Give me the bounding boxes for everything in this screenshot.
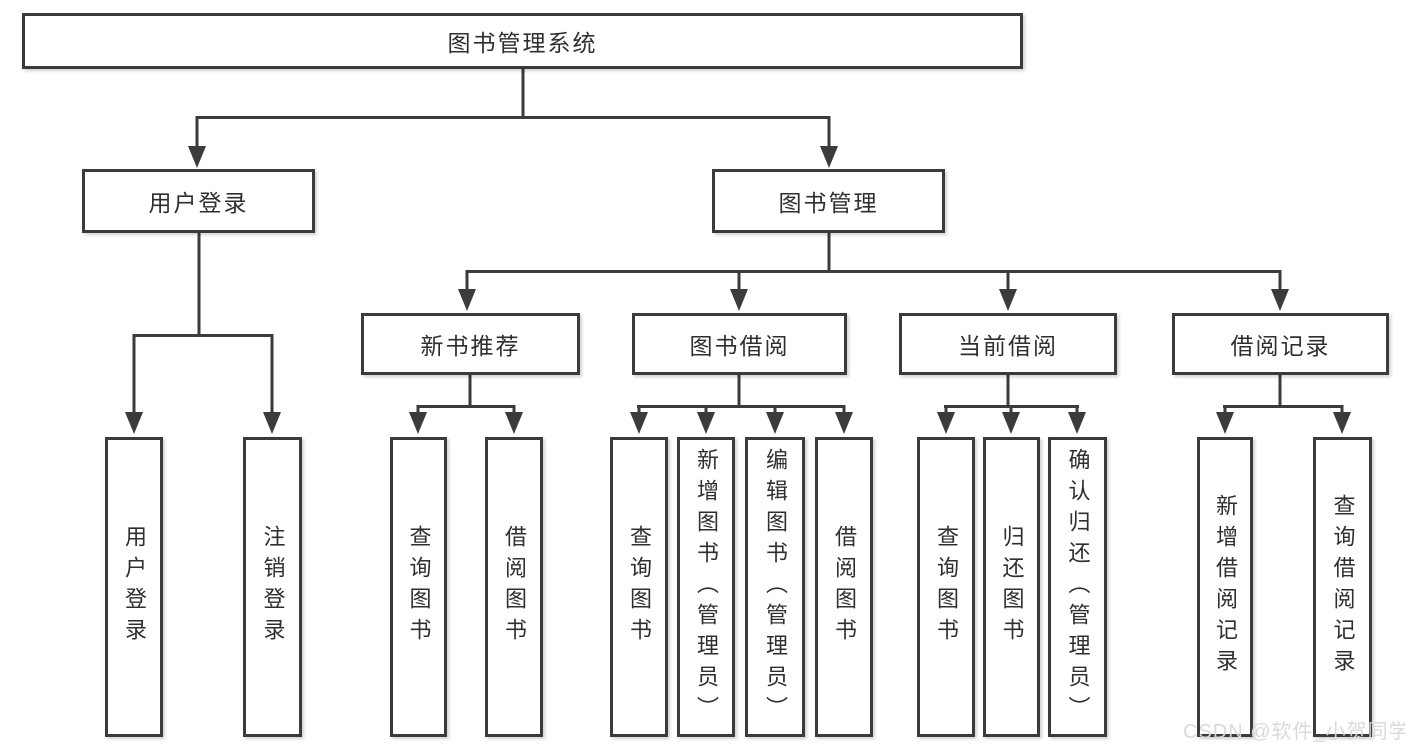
leaf-borrow-borrow-books-label: 借阅图书: [832, 525, 857, 649]
leaf-records-query-record: 查询借阅记录: [1313, 437, 1372, 737]
leaf-records-query-record-label: 查询借阅记录: [1330, 494, 1356, 680]
node-borrow-records: 借阅记录: [1172, 313, 1389, 375]
node-current-borrow: 当前借阅: [899, 313, 1117, 375]
leaf-records-add-record-label: 新增借阅记录: [1213, 494, 1238, 680]
leaf-current-return-books-label: 归还图书: [999, 525, 1025, 649]
node-current-borrow-label: 当前借阅: [958, 333, 1058, 359]
node-book-borrow-label: 图书借阅: [689, 333, 790, 359]
node-book-management: 图书管理: [712, 169, 945, 233]
leaf-user-login: 用户登录: [105, 437, 163, 737]
leaf-current-return-books: 归还图书: [983, 437, 1040, 737]
root-node-label: 图书管理系统: [447, 30, 598, 56]
leaf-current-confirm-return-admin-label: 确认归还（管理员）: [1065, 447, 1091, 727]
node-user-login: 用户登录: [82, 169, 315, 233]
csdn-watermark: CSDN @软件_小贺同学: [1183, 721, 1405, 743]
leaf-records-add-record: 新增借阅记录: [1197, 437, 1253, 737]
leaf-borrow-edit-books-admin-label: 编辑图书（管理员）: [763, 447, 788, 727]
leaf-borrow-add-books-admin-label: 新增图书（管理员）: [694, 447, 719, 727]
node-user-login-label: 用户登录: [148, 190, 249, 216]
leaf-recommend-borrow-books: 借阅图书: [485, 437, 543, 737]
root-node: 图书管理系统: [22, 13, 1023, 69]
leaf-current-query-books-label: 查询图书: [934, 525, 959, 649]
leaf-logout: 注销登录: [243, 437, 302, 737]
leaf-borrow-query-books: 查询图书: [610, 437, 668, 737]
leaf-current-confirm-return-admin: 确认归还（管理员）: [1048, 437, 1107, 737]
node-borrow-records-label: 借阅记录: [1230, 333, 1331, 359]
leaf-current-query-books: 查询图书: [917, 437, 975, 737]
leaf-borrow-query-books-label: 查询图书: [627, 525, 652, 649]
leaf-logout-label: 注销登录: [260, 525, 286, 649]
leaf-recommend-query-books: 查询图书: [390, 437, 447, 737]
node-book-management-label: 图书管理: [778, 190, 879, 216]
node-new-book-recommend-label: 新书推荐: [420, 333, 521, 359]
leaf-recommend-borrow-books-label: 借阅图书: [502, 525, 527, 649]
leaf-user-login-label: 用户登录: [122, 525, 147, 649]
node-book-borrow: 图书借阅: [632, 313, 847, 375]
leaf-borrow-add-books-admin: 新增图书（管理员）: [677, 437, 735, 737]
leaf-recommend-query-books-label: 查询图书: [406, 525, 432, 649]
leaf-borrow-edit-books-admin: 编辑图书（管理员）: [745, 437, 805, 737]
node-new-book-recommend: 新书推荐: [361, 313, 580, 375]
leaf-borrow-borrow-books: 借阅图书: [815, 437, 873, 737]
